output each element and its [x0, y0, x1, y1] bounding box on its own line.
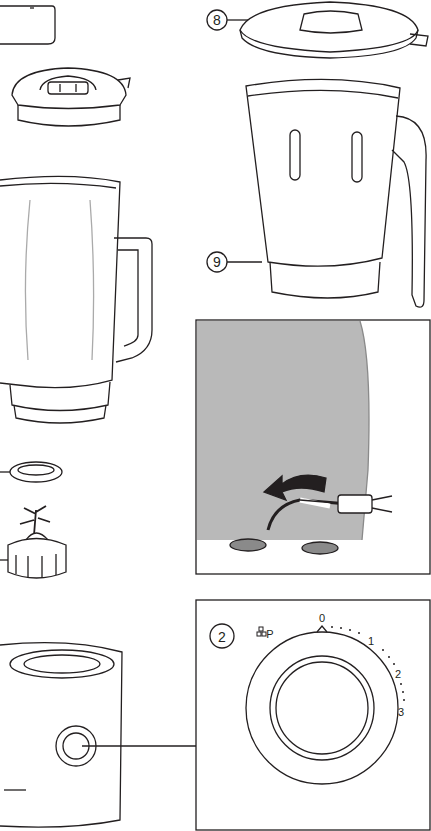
- mill-lid: [240, 2, 428, 58]
- callout-circle: [207, 252, 227, 272]
- dial-setting: P: [266, 629, 273, 640]
- callout-number: 8: [213, 13, 221, 27]
- measuring-cup: [0, 6, 55, 44]
- jar-lid: [12, 68, 130, 126]
- mill-jar: [246, 79, 426, 307]
- leader-line: [227, 19, 248, 20]
- dial-setting: 2: [395, 669, 401, 680]
- knob-detail: [196, 600, 430, 830]
- leader-line: [82, 745, 196, 746]
- callout-number: 2: [218, 630, 226, 644]
- motor-unit: [0, 643, 122, 827]
- pulse-icon: [257, 627, 266, 636]
- callout-number: 9: [213, 255, 221, 269]
- blade-unit: [0, 506, 66, 578]
- callout-circle: [207, 10, 227, 30]
- leader-line: [227, 261, 262, 262]
- glass-jar: [0, 176, 152, 423]
- cord-storage-detail: [196, 320, 430, 574]
- dial-setting: 1: [368, 636, 374, 647]
- dial-setting: 3: [398, 707, 404, 718]
- dial-setting: 0: [319, 613, 325, 624]
- sealing-ring: [0, 462, 62, 482]
